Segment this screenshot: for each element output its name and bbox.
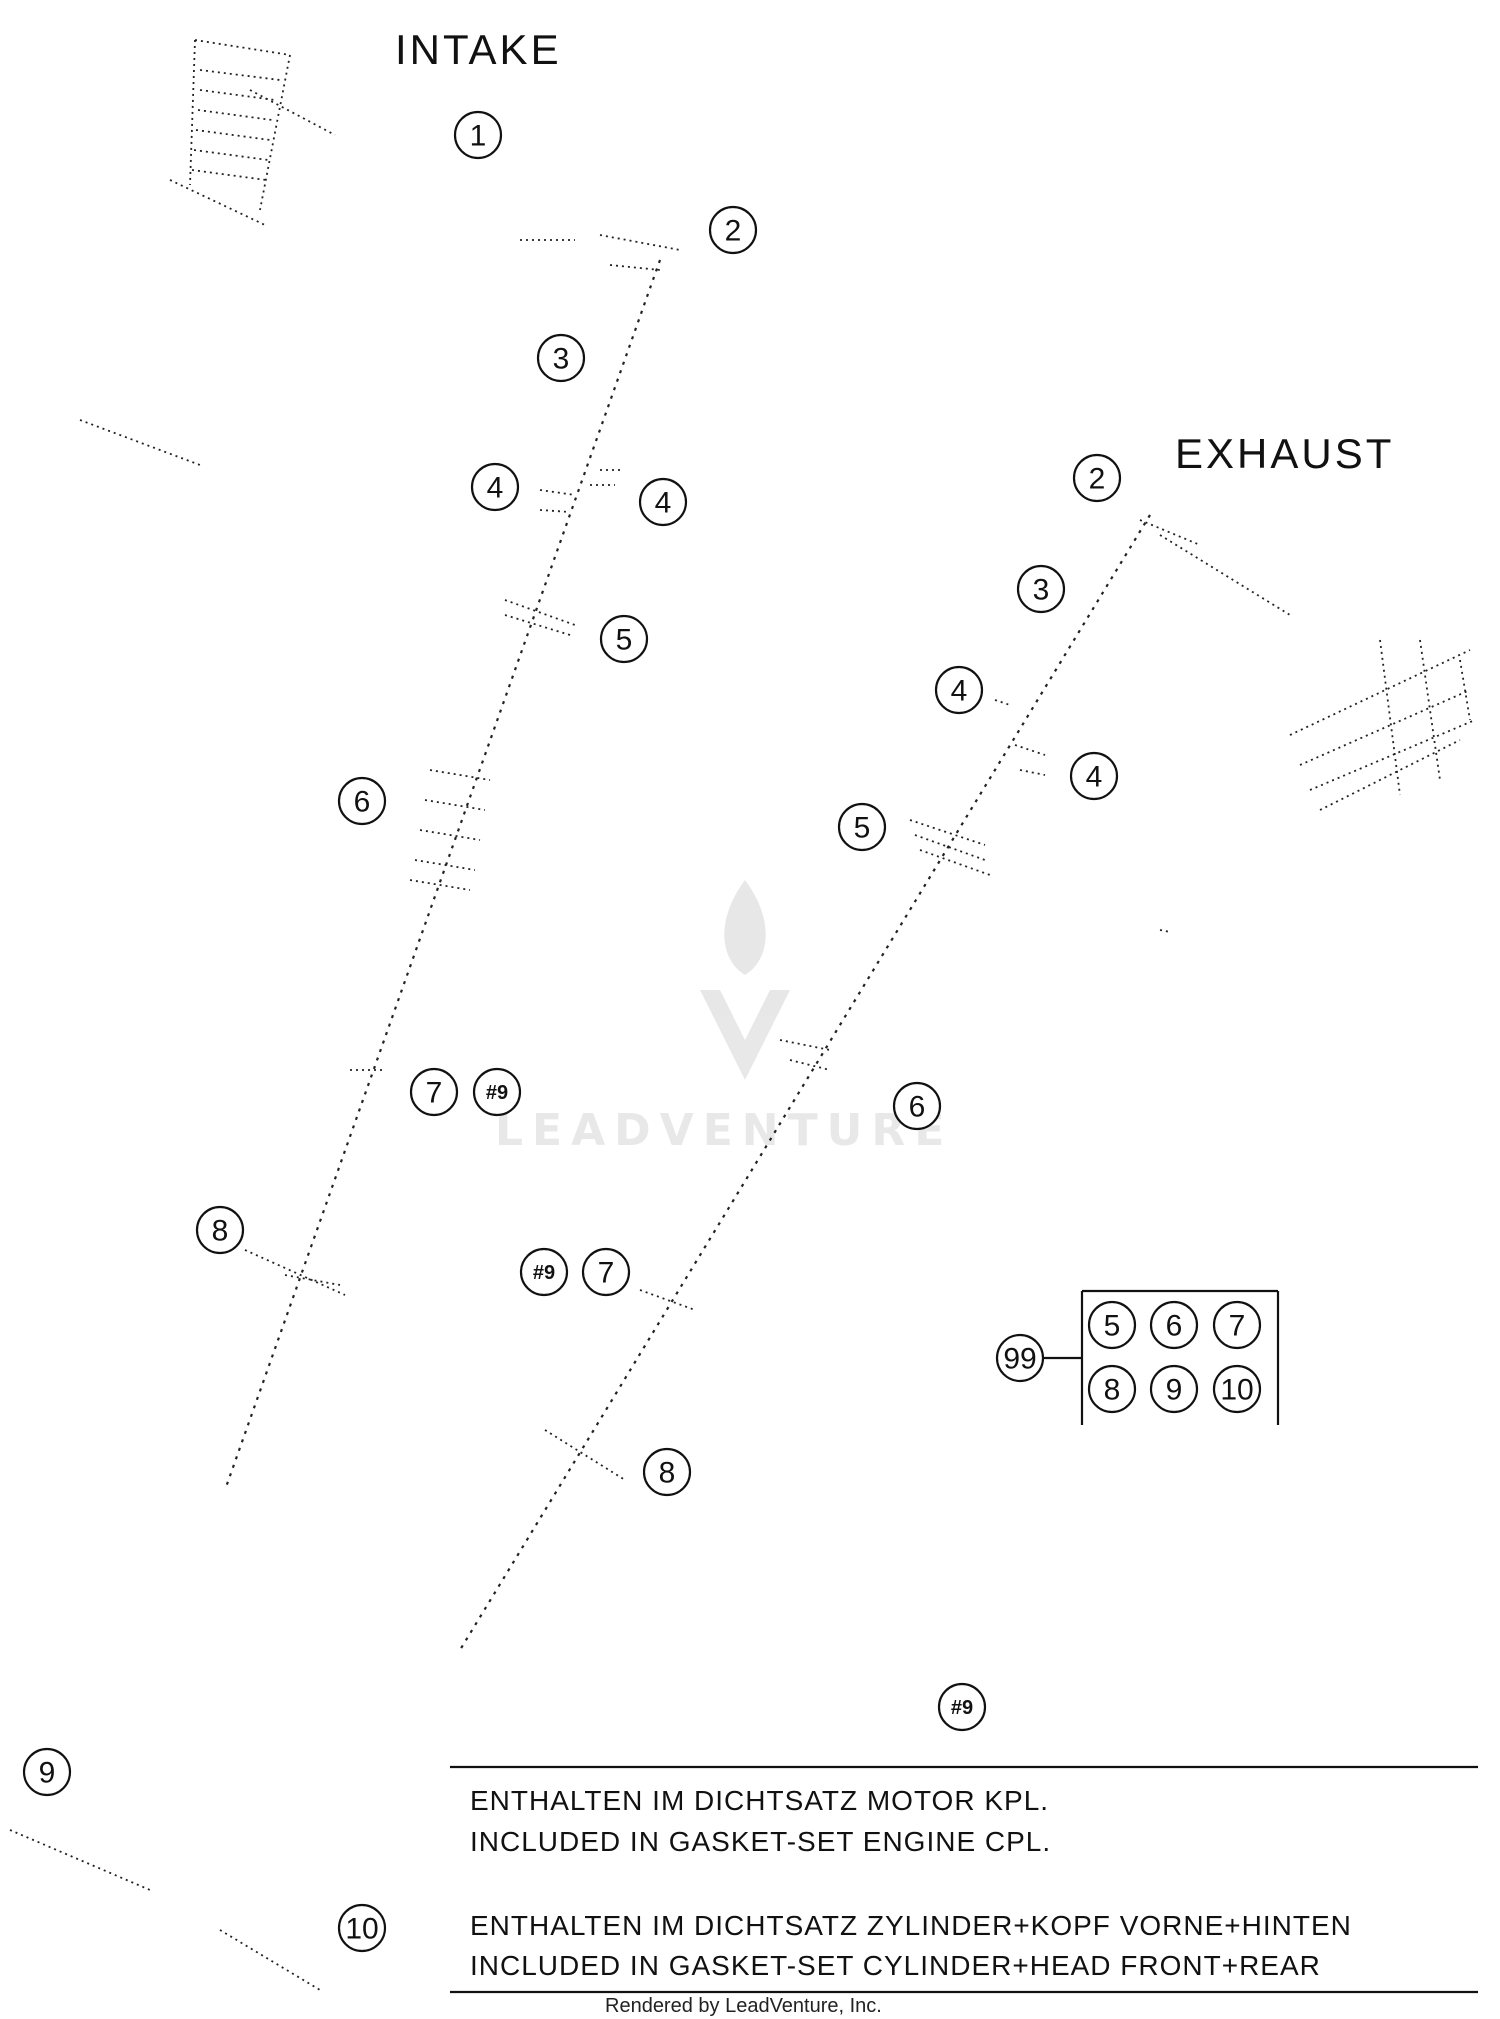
callout-intake-8: 8	[195, 1205, 245, 1255]
callout-intake-h9: #9	[472, 1067, 522, 1117]
svg-text:5: 5	[854, 812, 871, 845]
callout-exhaust-h9: #9	[519, 1247, 569, 1297]
svg-text:3: 3	[553, 343, 570, 376]
svg-text:10: 10	[345, 1913, 378, 1946]
callout-exhaust-4b: 4	[1069, 751, 1119, 801]
svg-text:2: 2	[1089, 463, 1106, 496]
svg-text:6: 6	[1166, 1310, 1183, 1343]
svg-text:8: 8	[212, 1215, 229, 1248]
kit-item-5: 5	[1087, 1300, 1137, 1350]
legend-line-1: ENTHALTEN IM DICHTSATZ MOTOR KPL.	[470, 1785, 1050, 1816]
kit-item-8: 8	[1087, 1364, 1137, 1414]
exhaust-heading: EXHAUST	[1175, 430, 1394, 477]
svg-text:#9: #9	[951, 1697, 973, 1719]
callout-99: 99	[995, 1333, 1045, 1383]
svg-text:1: 1	[470, 120, 487, 153]
watermark-logo	[700, 880, 790, 1080]
intake-spring-drawing	[169, 39, 336, 226]
callout-exhaust-8: 8	[642, 1447, 692, 1497]
exhaust-axis-line	[459, 514, 1151, 1651]
callout-exhaust-5: 5	[837, 802, 887, 852]
svg-text:6: 6	[354, 786, 371, 819]
callout-intake-2: 2	[708, 205, 758, 255]
svg-text:3: 3	[1033, 574, 1050, 607]
svg-text:10: 10	[1220, 1374, 1253, 1407]
kit-item-6: 6	[1149, 1300, 1199, 1350]
svg-text:#9: #9	[533, 1262, 555, 1284]
svg-text:7: 7	[598, 1257, 615, 1290]
kit-item-9: 9	[1149, 1364, 1199, 1414]
part9-drawing	[9, 1829, 151, 1891]
kit-99-group: 99 5 6 7 8 9 10	[995, 1289, 1280, 1425]
svg-text:4: 4	[1086, 761, 1103, 794]
kit-item-10: 10	[1212, 1364, 1262, 1414]
callout-exhaust-6: 6	[892, 1081, 942, 1131]
callout-exhaust-7: 7	[581, 1247, 631, 1297]
callout-intake-3: 3	[536, 333, 586, 383]
credit-text: Rendered by LeadVenture, Inc.	[605, 1995, 882, 2017]
intake-heading: INTAKE	[395, 26, 562, 73]
svg-text:5: 5	[1104, 1310, 1121, 1343]
svg-text:7: 7	[1229, 1310, 1246, 1343]
svg-text:#9: #9	[486, 1082, 508, 1104]
svg-text:4: 4	[655, 487, 672, 520]
callout-exhaust-2: 2	[1072, 453, 1122, 503]
svg-text:9: 9	[1166, 1374, 1183, 1407]
svg-text:5: 5	[616, 624, 633, 657]
callout-intake-6: 6	[337, 776, 387, 826]
callout-exhaust-4a: 4	[934, 665, 984, 715]
callout-9: 9	[22, 1747, 72, 1797]
legend-marker-h9: #9	[937, 1682, 987, 1732]
svg-text:8: 8	[659, 1457, 676, 1490]
svg-text:99: 99	[1003, 1343, 1036, 1376]
callout-intake-4a: 4	[470, 462, 520, 512]
svg-text:4: 4	[951, 675, 968, 708]
svg-text:8: 8	[1104, 1374, 1121, 1407]
callout-intake-4b: 4	[638, 477, 688, 527]
callout-10: 10	[337, 1903, 387, 1953]
legend-line-2: INCLUDED IN GASKET-SET ENGINE CPL.	[470, 1826, 1052, 1857]
intake-axis-line	[223, 259, 662, 1491]
svg-text:2: 2	[725, 215, 742, 248]
callout-intake-5: 5	[599, 614, 649, 664]
kit-item-7: 7	[1212, 1300, 1262, 1350]
part10-drawing	[219, 1929, 321, 1991]
callout-intake-7: 7	[409, 1067, 459, 1117]
svg-text:9: 9	[39, 1757, 56, 1790]
svg-text:7: 7	[426, 1077, 443, 1110]
callout-intake-1: 1	[453, 110, 503, 160]
watermark-text: LEADVENTURE	[495, 1105, 954, 1156]
exhaust-spring-drawing	[1289, 639, 1476, 811]
svg-text:6: 6	[909, 1091, 926, 1124]
svg-text:4: 4	[487, 472, 504, 505]
callout-exhaust-3: 3	[1016, 564, 1066, 614]
legend-line-4: INCLUDED IN GASKET-SET CYLINDER+HEAD FRO…	[470, 1950, 1321, 1981]
legend-line-3: ENTHALTEN IM DICHTSATZ ZYLINDER+KOPF VOR…	[470, 1910, 1352, 1941]
